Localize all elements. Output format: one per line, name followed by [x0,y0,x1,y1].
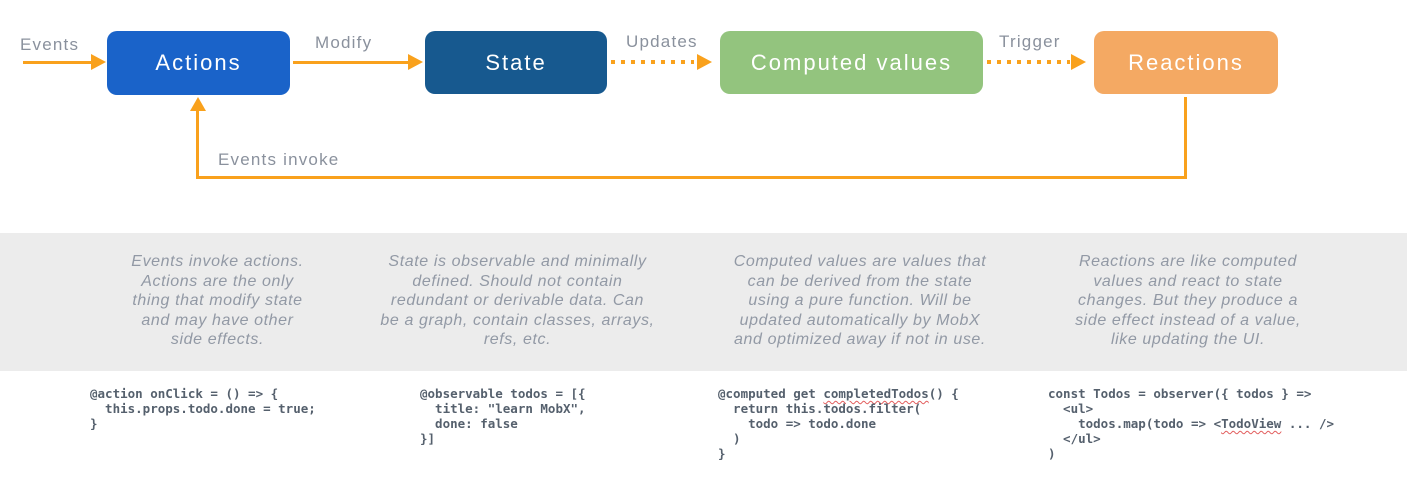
arrow-events-line [23,61,93,64]
node-reactions: Reactions [1094,31,1278,94]
code-snippet-observer: const Todos = observer({ todos } => <ul>… [1048,386,1334,461]
edge-label-updates: Updates [626,32,698,51]
node-state-label: State [485,49,547,75]
node-computed-values: Computed values [720,31,983,94]
code-snippet-observable: @observable todos = [{ title: "learn Mob… [420,386,586,446]
description-computed: Computed values are values that can be d… [733,253,987,348]
description-actions: Events invoke actions. Actions are the o… [131,253,304,348]
feedback-line-right [1184,97,1187,179]
code-snippet-computed: @computed get completedTodos() { return … [718,386,959,461]
feedback-line-left [196,109,199,179]
edge-label-events: Events [20,35,80,54]
description-state: State is observable and minimally define… [380,253,655,348]
arrow-updates-dotted-line [611,60,694,64]
arrow-trigger-dotted-line [987,60,1070,64]
feedback-head-icon [190,97,206,111]
description-reactions: Reactions are like computed values and r… [1075,253,1301,348]
arrow-trigger-head-icon [1071,54,1086,70]
code-snippet-action: @action onClick = () => { this.props.tod… [90,386,316,431]
edge-label-modify: Modify [315,33,373,52]
node-actions-label: Actions [155,50,242,75]
edge-label-events-invoke: Events invoke [218,150,340,169]
feedback-line-bottom [196,176,1187,179]
node-actions: Actions [107,31,290,95]
arrow-modify-line [293,61,410,64]
node-state: State [425,31,607,94]
node-reactions-label: Reactions [1128,49,1244,75]
edge-label-trigger: Trigger [999,32,1061,51]
node-computed-values-label: Computed values [750,49,953,75]
description-band [0,233,1407,371]
arrow-events-head-icon [91,54,106,70]
arrow-modify-head-icon [408,54,423,70]
arrow-updates-head-icon [697,54,712,70]
